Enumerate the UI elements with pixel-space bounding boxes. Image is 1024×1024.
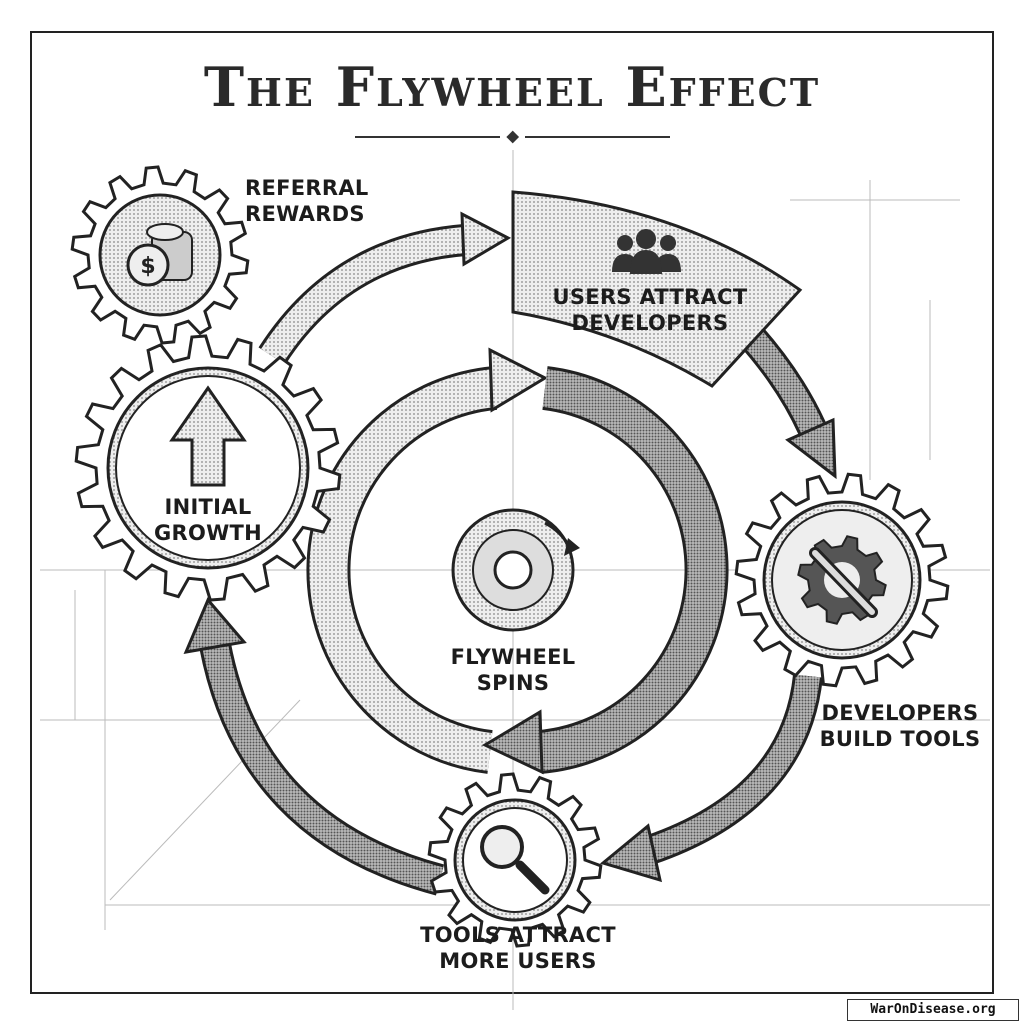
- svg-text:$: $: [140, 254, 155, 279]
- watermark: WarOnDisease.org: [847, 999, 1019, 1021]
- up-arrow-icon: [169, 385, 247, 487]
- label-line: BUILD TOOLS: [819, 727, 981, 751]
- arrow-tools-to-initial: [183, 597, 445, 896]
- label-line: GROWTH: [153, 521, 263, 545]
- frame-border: [30, 31, 994, 994]
- users-attract-developers-panel: [511, 190, 803, 388]
- label-line: REFERRAL: [245, 176, 369, 200]
- label-tools-attract-users: TOOLS ATTRACT MORE USERS: [408, 922, 628, 974]
- gear-tools-attract-users: [427, 772, 603, 948]
- label-line: MORE USERS: [439, 949, 597, 973]
- label-line: TOOLS ATTRACT: [420, 923, 616, 947]
- label-line: REWARDS: [245, 202, 365, 226]
- spinning-disk-icon: [451, 508, 580, 632]
- label-users-attract-developers: USERS ATTRACT DEVELOPERS: [540, 284, 760, 336]
- gear-referral-rewards: $: [70, 165, 250, 345]
- label-line: DEVELOPERS: [821, 701, 979, 725]
- ring-arrowhead-bottom: [481, 709, 544, 775]
- coins-dollar-icon: $: [126, 223, 193, 287]
- arrow-initial-to-users: [258, 211, 512, 365]
- label-line: USERS ATTRACT: [552, 285, 748, 309]
- label-initial-growth: INITIAL GROWTH: [128, 494, 288, 546]
- label-line: FLYWHEEL: [450, 645, 576, 669]
- label-line: SPINS: [476, 671, 550, 695]
- wrench-gear-icon: [797, 535, 887, 625]
- arrow-users-to-developers: [738, 325, 837, 480]
- label-referral-rewards: REFERRAL REWARDS: [245, 175, 369, 227]
- gear-developers-build-tools: [734, 472, 950, 688]
- ring-arrowhead-top: [488, 347, 549, 413]
- label-developers-build-tools: DEVELOPERS BUILD TOOLS: [815, 700, 985, 752]
- page-title: The Flywheel Effect: [203, 55, 821, 119]
- users-group-icon: [612, 229, 681, 274]
- label-line: INITIAL: [164, 495, 252, 519]
- gear-initial-growth: [74, 334, 342, 602]
- label-flywheel-spins: FLYWHEEL SPINS: [433, 644, 593, 696]
- arrow-developers-to-tools: [599, 674, 823, 883]
- flywheel-ring: [306, 347, 729, 775]
- label-line: DEVELOPERS: [571, 311, 729, 335]
- title-divider: [355, 130, 670, 144]
- magnifier-icon: [480, 825, 550, 895]
